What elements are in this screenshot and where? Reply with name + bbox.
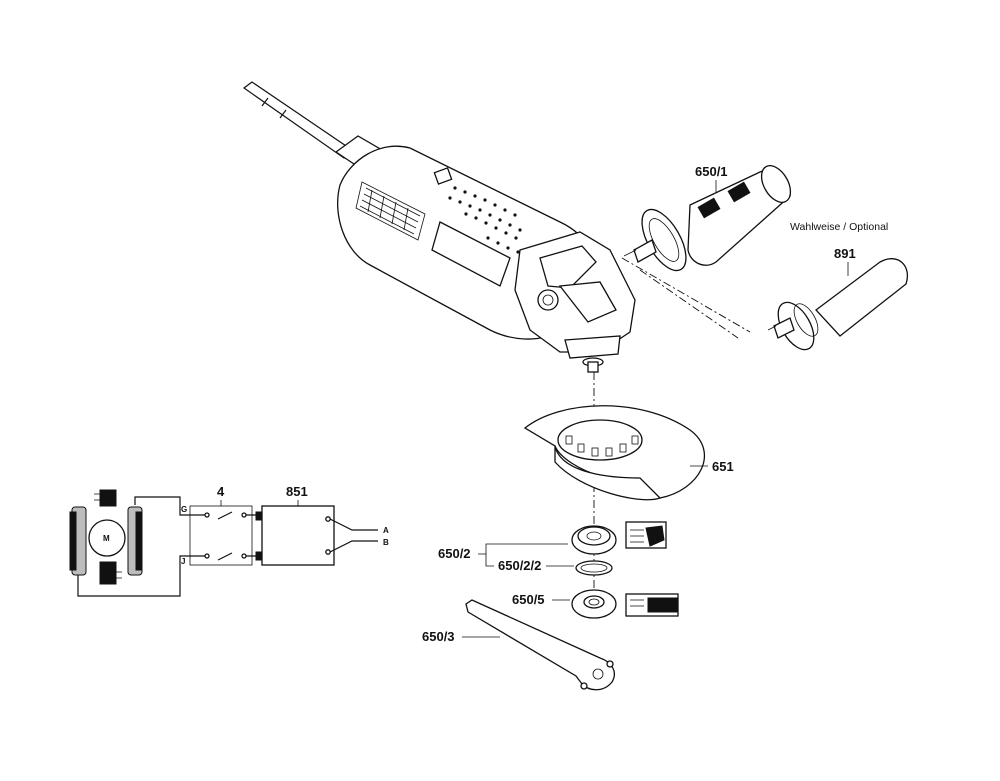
terminal-j: J <box>181 557 185 566</box>
label-650-3: 650/3 <box>422 629 455 644</box>
guard-icon <box>523 405 705 501</box>
terminal-a: A <box>383 526 389 535</box>
label-650-5: 650/5 <box>512 592 545 607</box>
oring-icon <box>575 560 613 576</box>
motor-icon <box>88 519 126 557</box>
label-851: 851 <box>286 484 308 499</box>
label-650-1: 650/1 <box>695 164 728 179</box>
pin-spanner-icon <box>465 599 615 691</box>
optional-note: Wahlweise / Optional <box>790 221 888 233</box>
label-650-2: 650/2 <box>438 546 471 561</box>
wiring-schematic: M G J 4 851 A B <box>69 484 389 597</box>
angle-grinder-icon <box>242 81 636 373</box>
terminal-b: B <box>383 538 389 547</box>
flange-detail <box>625 521 667 549</box>
terminal-g: G <box>181 505 187 514</box>
label-891: 891 <box>834 246 856 261</box>
flange-icon <box>571 521 667 555</box>
motor-label: M <box>103 534 110 543</box>
auxiliary-handle-891 <box>767 258 908 351</box>
nut-detail <box>625 593 679 617</box>
vent-grille <box>355 181 426 241</box>
grip-dots <box>448 186 522 254</box>
label-switch-4: 4 <box>217 484 225 499</box>
auxiliary-handle-650-1 <box>623 165 792 272</box>
clamping-nut-icon <box>571 589 679 619</box>
label-650-2-2: 650/2/2 <box>498 558 541 573</box>
label-651: 651 <box>712 459 734 474</box>
